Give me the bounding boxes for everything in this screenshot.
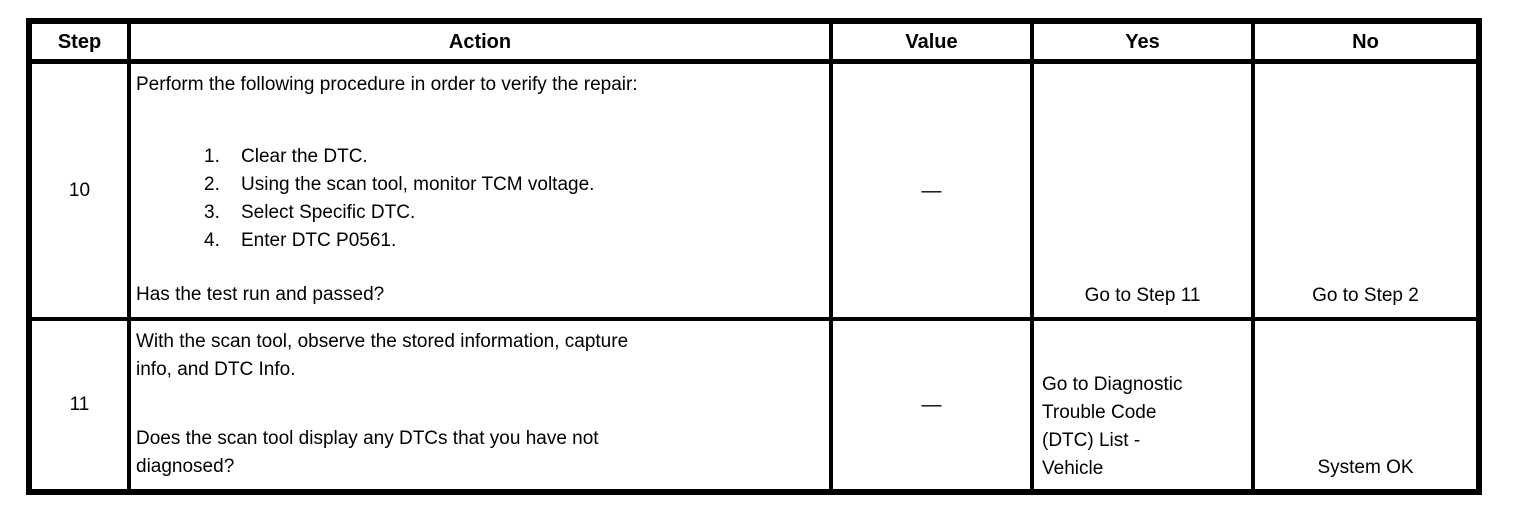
value-cell: — <box>833 64 1034 321</box>
action-cell-step-11: With the scan tool, observe the stored i… <box>131 321 833 489</box>
diagnostic-procedure-table: Step Action Value Yes No 10 Perform the … <box>26 18 1482 495</box>
header-cell-action: Action <box>131 24 833 64</box>
list-item-text: Enter DTC P0561. <box>241 230 397 251</box>
action-intro-text: With the scan tool, observe the stored i… <box>136 331 629 380</box>
yes-answer-cell: Go to Diagnostic Trouble Code (DTC) List… <box>1034 321 1255 489</box>
yes-answer-cell: Go to Step 11 <box>1034 64 1255 321</box>
value-cell: — <box>833 321 1034 489</box>
action-numbered-list: 1. Clear the DTC. 2. Using the scan tool… <box>136 143 821 255</box>
header-cell-yes: Yes <box>1034 24 1255 64</box>
list-item: 1. Clear the DTC. <box>136 143 821 171</box>
list-item: 2. Using the scan tool, monitor TCM volt… <box>136 171 821 199</box>
step-number-cell: 11 <box>32 321 131 489</box>
list-item: 4. Enter DTC P0561. <box>136 227 821 255</box>
no-answer-cell: Go to Step 2 <box>1255 64 1476 321</box>
list-item-text: Using the scan tool, monitor TCM voltage… <box>241 174 595 195</box>
list-item: 3. Select Specific DTC. <box>136 199 821 227</box>
action-cell-step-10: Perform the following procedure in order… <box>131 64 833 321</box>
list-item-number: 2. <box>204 174 220 195</box>
list-item-text: Clear the DTC. <box>241 146 368 167</box>
header-cell-value: Value <box>833 24 1034 64</box>
action-question-text: Has the test run and passed? <box>136 284 385 305</box>
list-item-number: 4. <box>204 230 220 251</box>
list-item-number: 3. <box>204 202 220 223</box>
action-intro-text: Perform the following procedure in order… <box>136 74 638 95</box>
header-cell-step: Step <box>32 24 131 64</box>
step-number-cell: 10 <box>32 64 131 321</box>
action-question-text: Does the scan tool display any DTCs that… <box>136 428 599 477</box>
list-item-number: 1. <box>204 146 220 167</box>
list-item-text: Select Specific DTC. <box>241 202 416 223</box>
no-answer-cell: System OK <box>1317 457 1414 478</box>
header-cell-no: No <box>1255 24 1476 64</box>
